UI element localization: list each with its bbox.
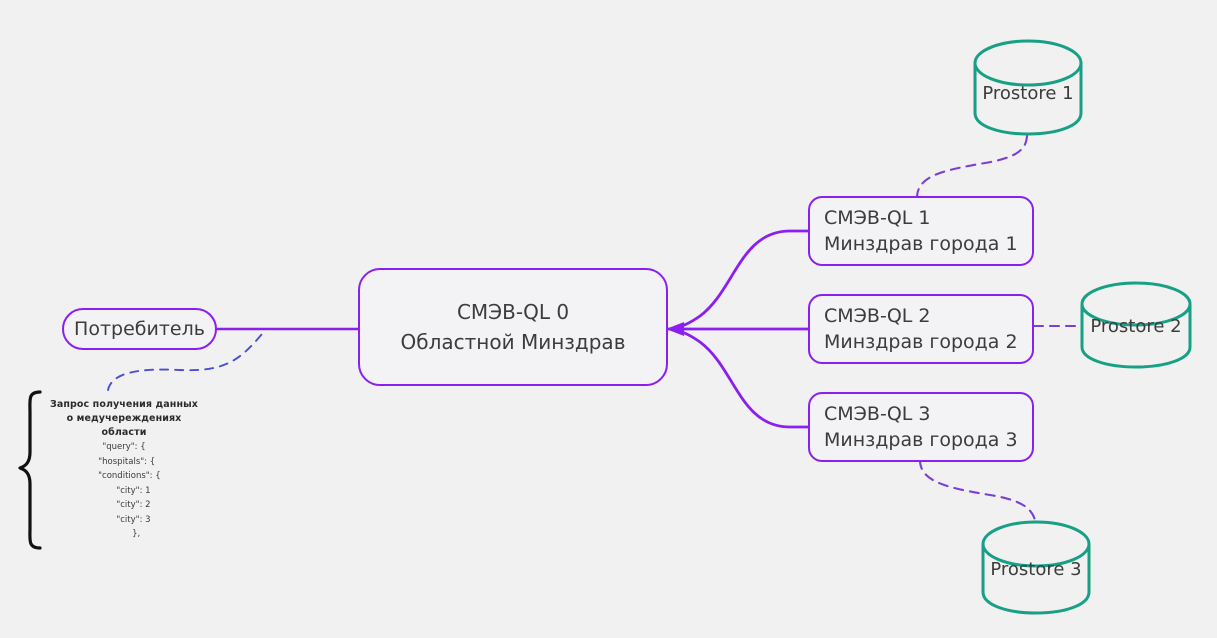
node-title-line1: СМЭВ-QL 2 xyxy=(824,305,931,327)
note-title-line-1: Запрос получения данных xyxy=(49,399,199,410)
datastore-label: Prostore 2 xyxy=(1090,316,1182,337)
node-title-line2: Областной Минздрав xyxy=(400,330,626,354)
datastore-label: Prostore 1 xyxy=(982,83,1074,104)
node-smev-ql-0[interactable]: СМЭВ-QL 0 Областной Минздрав xyxy=(358,268,668,386)
note-code-line-7: }, xyxy=(107,529,141,539)
note-code-line-5: "city": 2 xyxy=(97,500,151,510)
note-title-line-2: о медучереждениях xyxy=(66,413,182,424)
edge-city3-to-prostore3 xyxy=(918,458,1038,527)
note-query-annotation: Запрос получения данных о медучереждения… xyxy=(43,398,205,542)
note-code-line-1: "query": { xyxy=(102,442,146,452)
note-code-line-6: "city": 3 xyxy=(97,514,151,525)
node-smev-ql-1[interactable]: СМЭВ-QL 1 Минздрав города 1 xyxy=(808,196,1034,266)
edge-city1-to-prostore1 xyxy=(915,134,1029,200)
node-consumer-label: Потребитель xyxy=(74,318,205,340)
note-title-line-3: области xyxy=(101,427,147,438)
edge-arrowhead-center xyxy=(666,322,684,336)
node-consumer[interactable]: Потребитель xyxy=(62,308,217,350)
edge-city1-to-center xyxy=(669,229,812,331)
node-title-line2: Минздрав города 2 xyxy=(824,331,1018,353)
node-title-line2: Минздрав города 3 xyxy=(824,429,1018,451)
note-code-line-3: "conditions": { xyxy=(87,471,161,481)
node-smev-ql-3[interactable]: СМЭВ-QL 3 Минздрав города 3 xyxy=(808,392,1034,462)
node-title-line1: СМЭВ-QL 1 xyxy=(824,207,931,229)
datastore-label: Prostore 3 xyxy=(990,559,1082,580)
node-smev-ql-2[interactable]: СМЭВ-QL 2 Минздрав города 2 xyxy=(808,294,1034,364)
note-code-line-4: "city": 1 xyxy=(97,485,151,496)
edge-city3-to-center xyxy=(669,327,812,429)
node-title-line2: Минздрав города 1 xyxy=(824,233,1018,255)
node-title-line1: СМЭВ-QL 3 xyxy=(824,403,931,425)
node-title-line1: СМЭВ-QL 0 xyxy=(456,300,570,324)
note-brace xyxy=(18,390,42,550)
note-code-line-2: "hospitals": { xyxy=(92,456,156,467)
